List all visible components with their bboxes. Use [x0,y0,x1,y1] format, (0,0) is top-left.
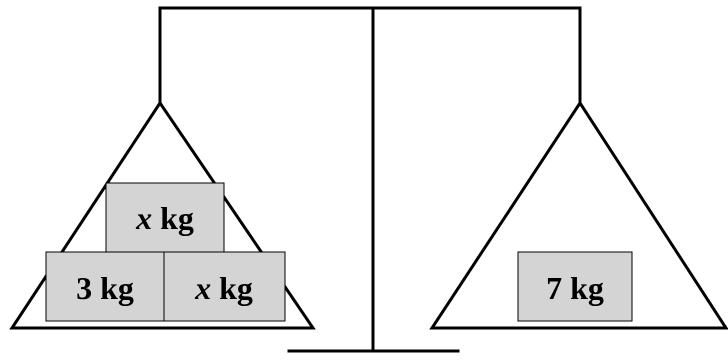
weight-variable: x [194,270,211,306]
weight-label: 3 kg [76,270,134,306]
weight-number: 7 [546,270,562,306]
weight-box [45,251,165,322]
weight-box [517,251,633,322]
left-weight-bottom-right: x kg [163,251,286,322]
right-weight: 7 kg [517,251,633,322]
weight-spacer [152,200,160,236]
weight-unit: kg [570,270,604,306]
weight-label: x kg [135,200,194,236]
weight-box [163,251,286,322]
weight-spacer [211,270,219,306]
weight-unit: kg [219,270,253,306]
weight-unit: kg [160,200,194,236]
left-pan [9,100,316,330]
left-weight-top: x kg [105,182,225,253]
weight-variable: x [135,200,152,236]
weight-spacer [92,270,100,306]
weight-spacer [562,270,570,306]
right-pan [429,100,728,330]
weight-number: 3 [76,270,92,306]
weight-label: 7 kg [546,270,604,306]
weight-label: x kg [194,270,253,306]
weight-unit: kg [100,270,134,306]
left-weight-bottom-left: 3 kg [45,251,165,322]
